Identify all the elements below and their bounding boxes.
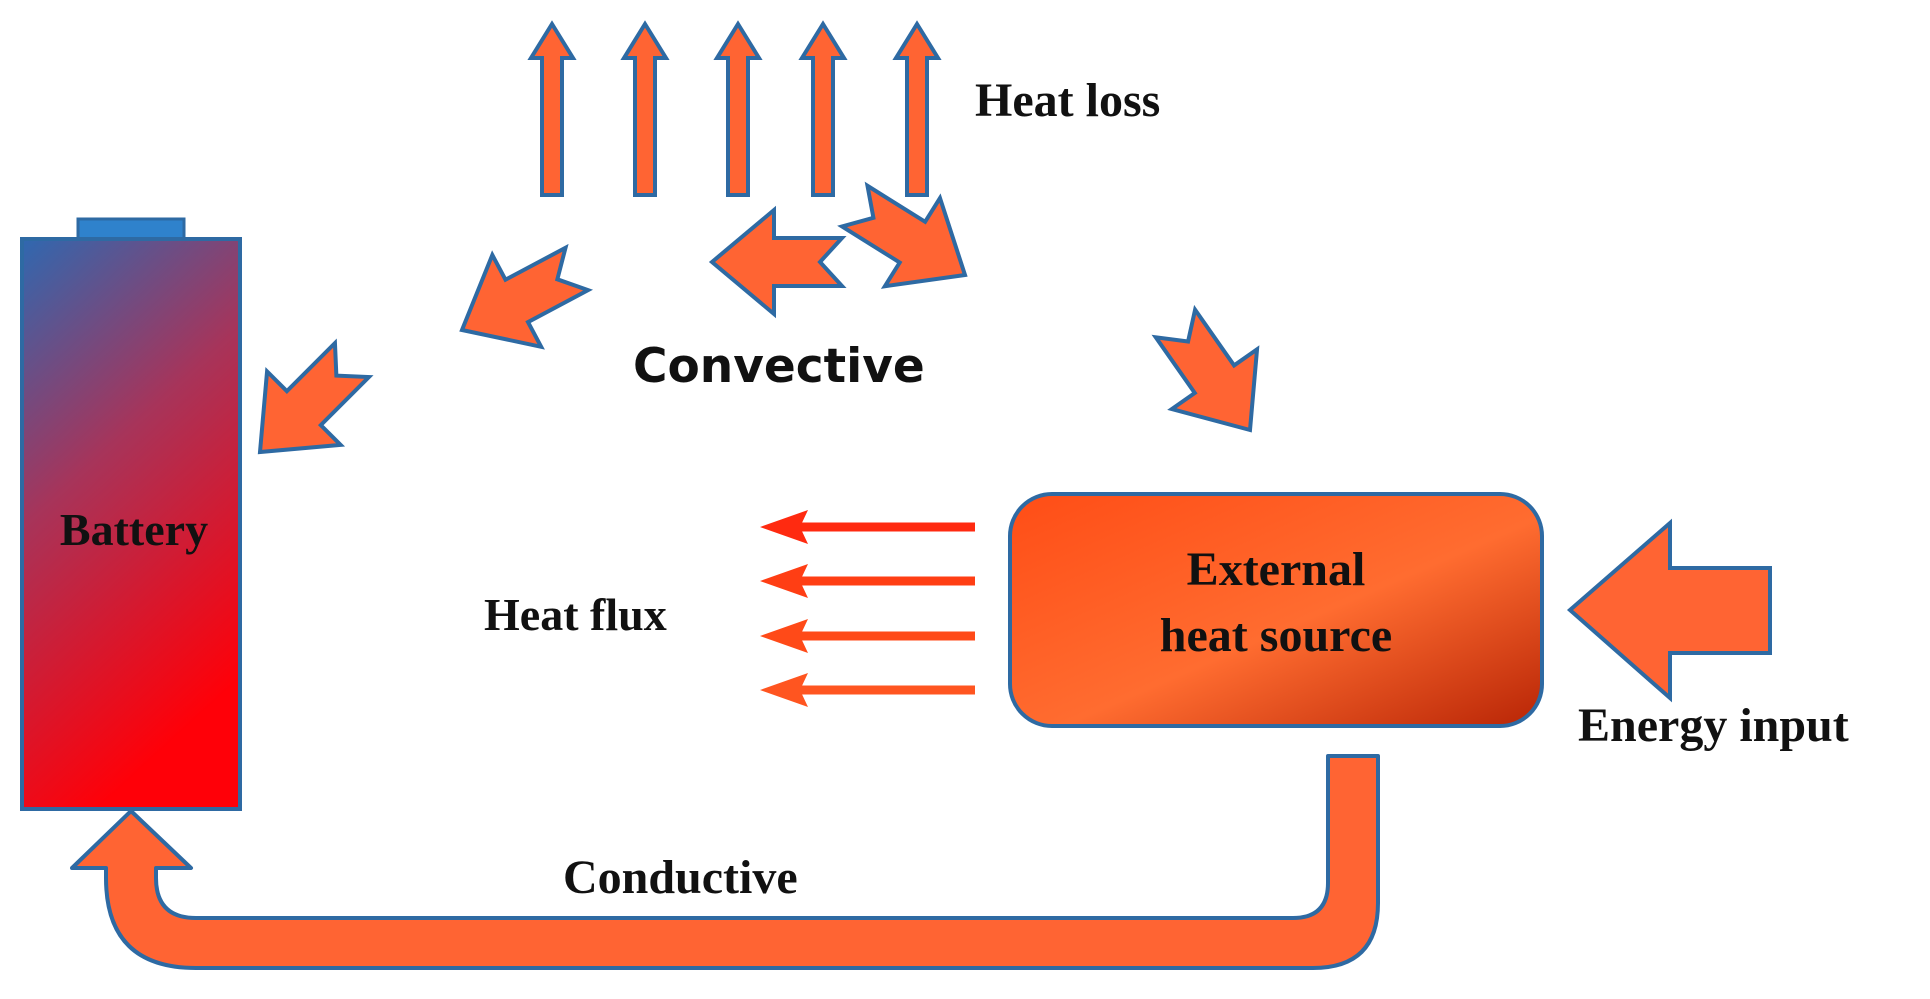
energy-input-arrow [1566, 518, 1772, 703]
heat-flux-arrow-2 [760, 564, 975, 598]
convective-arrow-1 [1151, 304, 1260, 433]
heat-loss-arrow-5 [892, 20, 942, 197]
heat-loss-arrow-2 [620, 20, 670, 197]
heat-loss-label: Heat loss [975, 74, 1160, 127]
battery-icon [20, 217, 242, 811]
heat-flux-arrow-3 [760, 619, 975, 653]
battery-body [20, 237, 242, 811]
external-heat-source-line2: heat source [1160, 609, 1392, 662]
heat-flux-arrow-4 [760, 673, 975, 707]
battery-label: Battery [60, 504, 208, 555]
conductive-arrow [70, 754, 1380, 970]
conductive-label: Conductive [563, 851, 798, 904]
heat-flux-arrow-1 [760, 510, 975, 544]
convective-arrows [257, 181, 1260, 455]
heat-loss-arrow-3 [713, 20, 763, 197]
external-heat-source-line1: External [1187, 543, 1366, 596]
heat-loss-arrow-1 [527, 20, 577, 197]
convective-arrow-2 [837, 181, 968, 289]
convective-arrow-5 [257, 338, 374, 455]
heat-loss-arrow-4 [798, 20, 848, 197]
heat-source-box [1008, 492, 1544, 728]
heat-flux-arrows [760, 510, 975, 707]
energy-input-label: Energy input [1578, 699, 1849, 752]
convective-arrow-3 [708, 205, 847, 319]
heat-loss-arrows [527, 20, 942, 197]
convective-arrow-4 [459, 243, 594, 350]
heat-flux-label: Heat flux [484, 589, 667, 640]
convective-label: Convective [633, 339, 925, 394]
